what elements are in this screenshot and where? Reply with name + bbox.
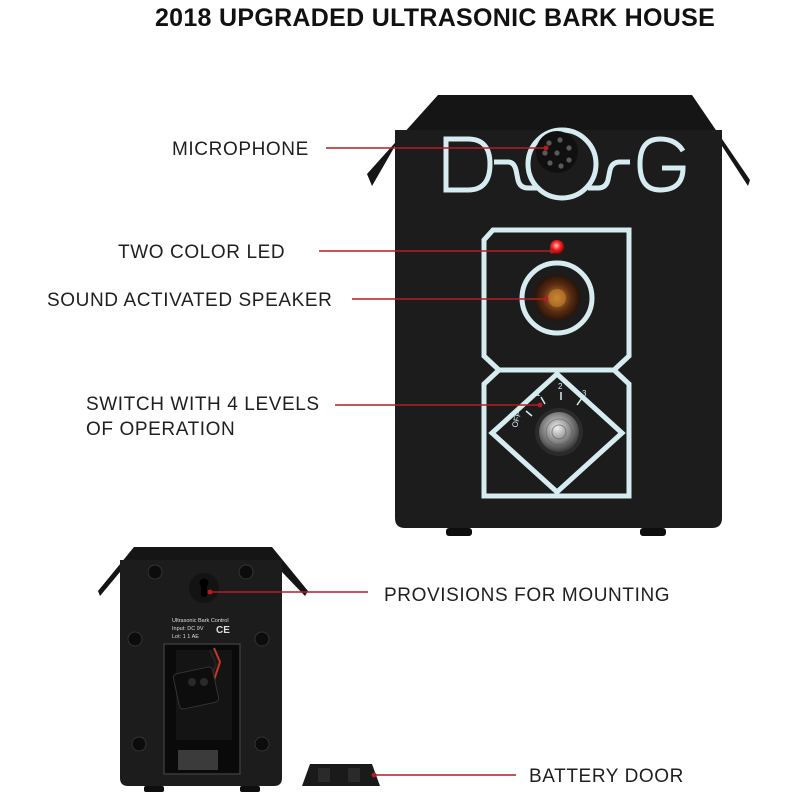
mounting-keyhole — [189, 573, 219, 603]
callout-two-color-led: TWO COLOR LED — [118, 242, 286, 263]
back-info-label: Ultrasonic Bark Control Input: DC 9V Lot… — [172, 618, 230, 640]
callout-microphone: MICROPHONE — [172, 139, 309, 160]
leader-lines — [207, 145, 555, 778]
switch-scale: OFF 1 2 3 — [510, 382, 587, 429]
svg-text:Input: DC 9V: Input: DC 9V — [172, 626, 204, 632]
svg-text:Ultrasonic Bark Control: Ultrasonic Bark Control — [172, 618, 229, 624]
switch-tick-off: OFF — [510, 411, 523, 429]
logo-letter-o — [525, 127, 599, 201]
callout-mounting: PROVISIONS FOR MOUNTING — [384, 585, 671, 606]
front-foot-right — [640, 528, 666, 536]
battery-door — [302, 764, 380, 786]
level-switch-knob — [535, 408, 583, 456]
speaker — [519, 260, 595, 336]
front-foot-left — [446, 528, 472, 536]
dog-logo — [443, 127, 686, 201]
front-body — [395, 130, 722, 528]
page-title: 2018 UPGRADED ULTRASONIC BARK HOUSE — [154, 4, 716, 32]
logo-link-right — [588, 159, 630, 191]
callout-switch-line1: SWITCH WITH 4 LEVELS — [86, 394, 320, 415]
svg-text:CE: CE — [216, 625, 230, 636]
callout-switch-line2: OF OPERATION — [86, 419, 236, 440]
switch-diamond — [488, 370, 626, 496]
logo-link-left — [494, 159, 537, 191]
front-panel-outline — [481, 227, 632, 499]
microphone-grille — [536, 131, 578, 173]
switch-tick-1: 1 — [536, 389, 541, 398]
callout-battery-door: BATTERY DOOR — [529, 766, 685, 787]
back-screws — [127, 564, 270, 752]
switch-tick-3: 3 — [582, 389, 587, 398]
back-device: Ultrasonic Bark Control Input: DC 9V Lot… — [98, 547, 380, 792]
svg-text:Lot: 1 1 AE: Lot: 1 1 AE — [172, 634, 199, 640]
logo-letter-g — [637, 136, 686, 193]
front-device: OFF 1 2 3 — [367, 95, 750, 536]
switch-tick-2: 2 — [558, 382, 563, 391]
logo-letter-d — [443, 136, 493, 193]
battery-compartment — [163, 643, 241, 775]
callout-sound-speaker: SOUND ACTIVATED SPEAKER — [47, 290, 333, 311]
